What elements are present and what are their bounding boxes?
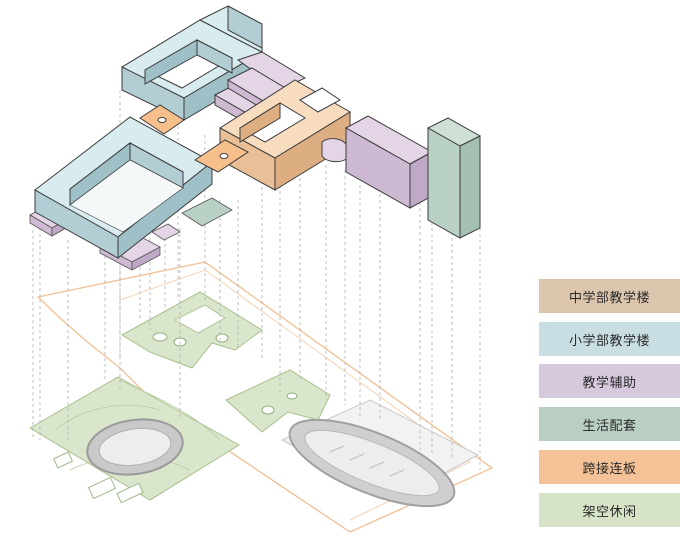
primary-school-building-north	[120, 5, 264, 121]
legend-label-bridge: 跨接连板	[582, 461, 637, 477]
legend-item-middle-school: 中学部教学楼	[539, 279, 680, 313]
bridge-slabs	[139, 104, 249, 173]
legend-label-middle-school: 中学部教学楼	[568, 290, 650, 306]
sports-field-east-inner	[304, 429, 440, 497]
legend-item-primary-school: 小学部教学楼	[539, 322, 680, 356]
middle-school-building	[219, 79, 351, 191]
legend-label-primary-school: 小学部教学楼	[568, 333, 650, 349]
courtyard-void-north	[174, 304, 226, 334]
legend-item-bridge: 跨接连板	[539, 450, 680, 484]
primary-school-building-west	[34, 116, 213, 260]
projection-guide-lines	[32, 90, 481, 470]
legend-item-landscape: 架空休闲	[539, 493, 680, 527]
legend-label-living: 生活配套	[582, 418, 637, 434]
teaching-aux-building	[344, 115, 434, 209]
legend-item-teaching-aux: 教学辅助	[539, 364, 680, 398]
site-plan	[29, 261, 494, 533]
sports-field-west-inner	[98, 427, 172, 467]
legend-label-teaching-aux: 教学辅助	[582, 375, 637, 391]
legend-item-living: 生活配套	[539, 407, 680, 441]
legend-label-landscape: 架空休闲	[582, 504, 637, 520]
living-support-tower	[426, 117, 482, 239]
